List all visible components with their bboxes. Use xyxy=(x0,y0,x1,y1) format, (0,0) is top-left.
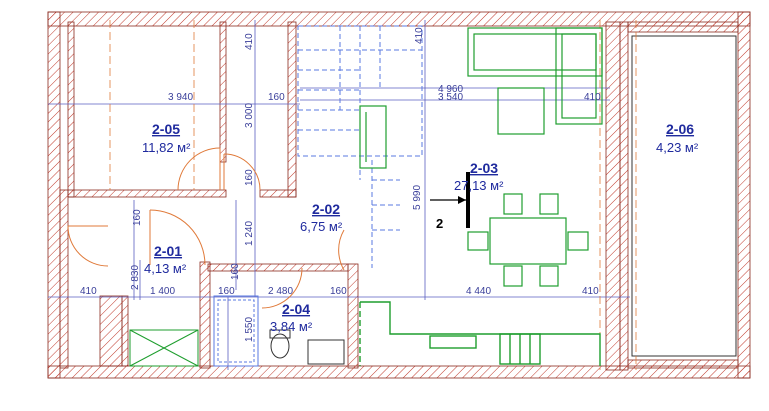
dim-2830: 2 830 xyxy=(130,265,141,290)
dim-160-top: 160 xyxy=(268,92,285,103)
dim-160-bottom-2: 160 xyxy=(330,286,347,297)
room-2-04-id: 2-04 xyxy=(282,301,310,317)
cabinet-cross xyxy=(129,329,199,367)
room-2-06-area: 4,23 м² xyxy=(656,140,699,155)
room-2-03-area: 27,13 м² xyxy=(454,178,504,193)
dim-3000: 3 000 xyxy=(244,103,255,128)
dim-1550: 1 550 xyxy=(244,317,255,342)
section-label: 2 xyxy=(436,216,443,231)
dim-4960: 4 960 xyxy=(438,84,463,95)
dim-160-bottom: 160 xyxy=(218,286,235,297)
dim-1400: 1 400 xyxy=(150,286,175,297)
room-2-04-area: 3,84 м² xyxy=(270,319,313,334)
dim-2480: 2 480 xyxy=(268,286,293,297)
room-2-05-id: 2-05 xyxy=(152,121,180,137)
section-marker xyxy=(430,172,470,228)
dim-3940: 3 940 xyxy=(168,92,193,103)
dim-160-bath-v: 160 xyxy=(230,263,241,280)
shower xyxy=(213,295,259,367)
dim-1240: 1 240 xyxy=(244,221,255,246)
dim-410-top-right: 410 xyxy=(584,92,601,103)
room-2-02-area: 6,75 м² xyxy=(300,219,343,234)
room-2-01-id: 2-01 xyxy=(154,243,182,259)
kitchen-counter xyxy=(359,301,601,366)
dimension-lines xyxy=(48,20,630,370)
dim-160-v: 160 xyxy=(244,169,255,186)
sofa xyxy=(467,27,603,125)
room-2-06-id: 2-06 xyxy=(666,121,694,137)
toilet xyxy=(269,329,291,359)
stair-handrail xyxy=(359,105,387,169)
room-2-05-area: 11,82 м² xyxy=(142,140,191,155)
room-2-03-id: 2-03 xyxy=(470,160,498,176)
dining-table xyxy=(467,193,589,287)
dim-5990: 5 990 xyxy=(412,185,423,210)
coffee-table xyxy=(497,87,545,135)
dim-410-bottom-right: 410 xyxy=(582,286,599,297)
dim-3540: 3 540 xyxy=(438,92,463,103)
sink xyxy=(307,339,345,365)
axis-lines xyxy=(109,20,637,370)
room-2-02-id: 2-02 xyxy=(312,201,340,217)
doors xyxy=(67,147,345,309)
dim-410-stair-v: 410 xyxy=(414,27,425,44)
dim-410-top-v: 410 xyxy=(244,33,255,50)
dim-410-left: 410 xyxy=(80,286,97,297)
dim-160-left-v: 160 xyxy=(132,209,143,226)
room-2-06-outline xyxy=(631,35,737,357)
room-2-01-area: 4,13 м² xyxy=(144,261,187,276)
interior-walls xyxy=(59,21,739,371)
dim-4440: 4 440 xyxy=(466,286,491,297)
